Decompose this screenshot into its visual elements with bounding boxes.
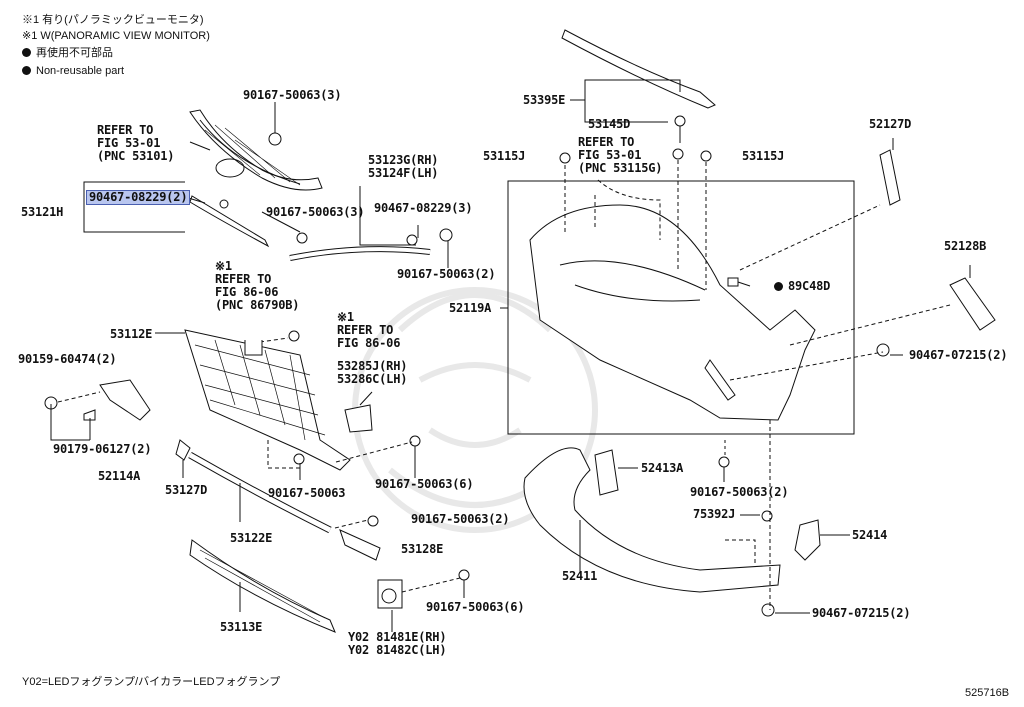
refer-note[interactable]: ※1 REFER TO FIG 86-06 (PNC 86790B) bbox=[215, 259, 300, 312]
part-label[interactable]: 52413A bbox=[641, 461, 684, 475]
refer-note[interactable]: ※1 REFER TO FIG 86-06 bbox=[337, 310, 401, 350]
part-label[interactable]: 52127D bbox=[869, 117, 912, 131]
part-label[interactable]: 53128E bbox=[401, 542, 444, 556]
bullet-icon bbox=[22, 66, 31, 75]
part-number: 89C48D bbox=[788, 279, 831, 293]
53121H-bracket bbox=[83, 181, 185, 233]
note-panoramic-jp: ※1 有り(パノラミックビューモニタ) bbox=[22, 14, 204, 26]
part-label[interactable]: 90167-50063 bbox=[268, 486, 346, 500]
part-label[interactable]: Y02 81481E(RH) Y02 81482C(LH) bbox=[348, 630, 447, 657]
note-nonreusable-en: Non-reusable part bbox=[22, 63, 124, 80]
part-label[interactable]: 53115J bbox=[742, 149, 785, 163]
non-reusable-bullet-icon bbox=[774, 282, 783, 291]
part-label[interactable]: 90467-07215(2) bbox=[909, 348, 1008, 362]
part-label[interactable]: 90167-50063(3) bbox=[266, 205, 365, 219]
part-label[interactable]: 90167-50063(3) bbox=[243, 88, 342, 102]
part-label[interactable]: 52128B bbox=[944, 239, 987, 253]
part-label[interactable]: 53122E bbox=[230, 531, 273, 545]
part-label[interactable]: 90167-50063(6) bbox=[375, 477, 474, 491]
part-label[interactable]: 89C48D bbox=[774, 280, 830, 293]
part-label[interactable]: 90167-50063(2) bbox=[411, 512, 510, 526]
part-label[interactable]: 53113E bbox=[220, 620, 263, 634]
lower-grille-drawing bbox=[184, 329, 351, 471]
part-label[interactable]: 90167-50063(6) bbox=[426, 600, 525, 614]
note-text: Non-reusable part bbox=[36, 65, 125, 77]
upper-grille-drawing bbox=[189, 109, 323, 248]
part-label[interactable]: 52414 bbox=[852, 528, 888, 542]
part-label[interactable]: 53123G(RH) 53124F(LH) bbox=[368, 153, 439, 180]
part-label[interactable]: 90159-60474(2) bbox=[18, 352, 117, 366]
part-label[interactable]: 75392J bbox=[693, 507, 736, 521]
refer-note[interactable]: REFER TO FIG 53-01 (PNC 53115G) bbox=[578, 135, 663, 175]
highlighted-part-label[interactable]: 90467-08229(2) bbox=[85, 190, 191, 205]
part-label[interactable]: 90167-50063(2) bbox=[690, 485, 789, 499]
note-panoramic-en: ※1 W(PANORAMIC VIEW MONITOR) bbox=[22, 30, 210, 42]
part-label[interactable]: 52114A bbox=[98, 469, 141, 483]
part-label[interactable]: 90467-08229(3) bbox=[374, 201, 473, 215]
part-label[interactable]: 90467-07215(2) bbox=[812, 606, 911, 620]
part-label[interactable]: 53145D bbox=[588, 117, 631, 131]
part-label[interactable]: 53127D bbox=[165, 483, 208, 497]
part-label[interactable]: 90167-50063(2) bbox=[397, 267, 496, 281]
note-text: 再使用不可部品 bbox=[36, 47, 113, 59]
part-label[interactable]: 53115J bbox=[483, 149, 526, 163]
refer-note[interactable]: REFER TO FIG 53-01 (PNC 53101) bbox=[97, 123, 175, 163]
part-label[interactable]: 53395E bbox=[523, 93, 566, 107]
clip-fasteners bbox=[44, 115, 890, 617]
part-label[interactable]: 52411 bbox=[562, 569, 598, 583]
bullet-icon bbox=[22, 48, 31, 57]
fog-lamp-note: Y02=LEDフォグランプ/バイカラーLEDフォグランプ bbox=[22, 676, 281, 688]
part-label[interactable]: 53285J(RH) 53286C(LH) bbox=[337, 359, 408, 386]
diagram-id: 525716B bbox=[965, 687, 1010, 699]
front-bumper-drawing bbox=[529, 204, 816, 421]
note-nonreusable-jp: 再使用不可部品 bbox=[22, 45, 113, 62]
part-label[interactable]: 53112E bbox=[110, 327, 153, 341]
part-label[interactable]: 53121H bbox=[21, 205, 64, 219]
lower-bumper-drawing bbox=[523, 447, 781, 593]
part-label[interactable]: 90179-06127(2) bbox=[53, 442, 152, 456]
part-label[interactable]: 52119A bbox=[449, 301, 492, 315]
